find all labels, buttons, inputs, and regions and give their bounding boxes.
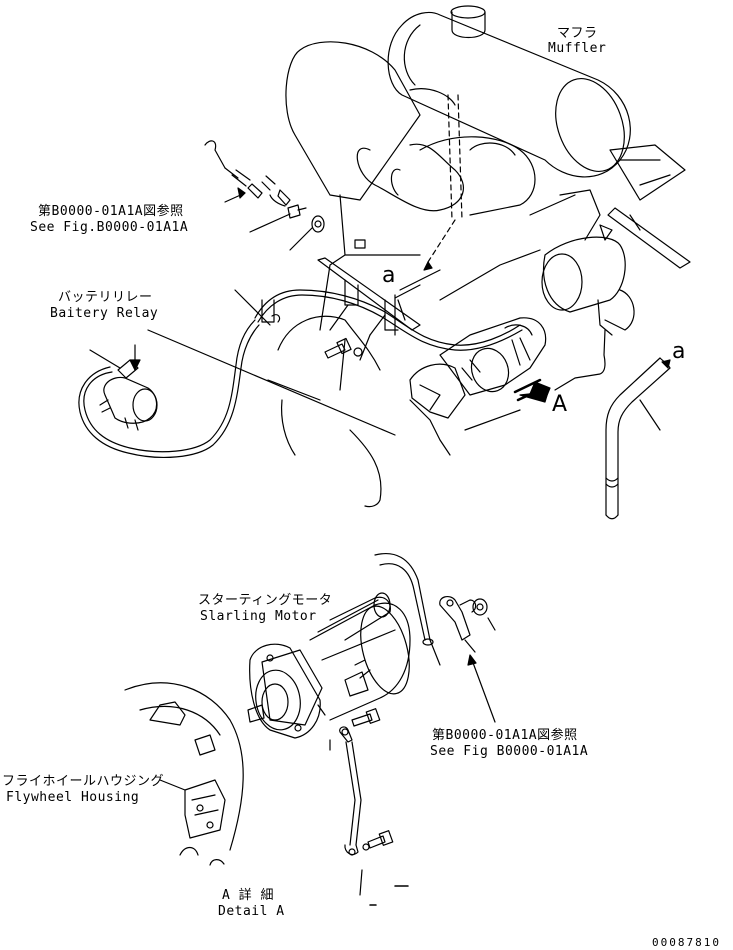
ref-bottom-label-en: See Fig B0000-01A1A: [430, 744, 589, 759]
bolts-top: [250, 205, 362, 358]
drawing-code: 00087810: [652, 936, 721, 949]
detail-a-label-en: Detail A: [218, 904, 285, 919]
starter-motor-top: [410, 318, 546, 455]
starting-motor-label-en: Slarling Motor: [200, 609, 317, 624]
starting-motor: [248, 593, 418, 738]
flywheel-housing-label-en: Flywheel Housing: [6, 790, 140, 805]
marker-a-top-label: a: [382, 263, 396, 288]
muffler: [388, 6, 685, 200]
cable-routing-top: [79, 258, 522, 457]
ref-bottom-label-jp: 第B0000-01A1A図参照: [432, 728, 578, 743]
bolts-bottom: [352, 709, 393, 850]
terminal-lug-bottom: [440, 597, 495, 722]
view-a-arrow: [515, 330, 605, 402]
detail-a-label-jp: A 詳 細: [222, 888, 274, 903]
battery-relay-label-jp: バッテリリレー: [58, 290, 153, 305]
cable-section-a: [606, 358, 670, 519]
harness-connector-top: [205, 141, 290, 206]
marker-a-right-label: a: [672, 339, 686, 364]
starting-motor-label-jp: スターティングモータ: [198, 593, 333, 608]
muffler-label-jp: マフラ: [557, 26, 598, 41]
ground-strap: [330, 727, 362, 895]
view-a-label: A: [552, 392, 568, 417]
ref-top-label-jp: 第B0000-01A1A図参照: [38, 204, 184, 219]
battery-relay: [90, 345, 157, 430]
muffler-label-en: Muffler: [548, 41, 607, 56]
ref-top-label-en: See Fig.B0000-01A1A: [30, 220, 189, 235]
cable-bottom: [375, 554, 440, 665]
flywheel-housing: [125, 683, 243, 865]
air-cleaner-body: [286, 42, 535, 262]
marker-a-top: [395, 262, 432, 298]
battery-relay-label-en: Baitery Relay: [50, 306, 159, 321]
flywheel-housing-label-jp: フライホイールハウジング: [2, 774, 165, 789]
detail-marks: [370, 886, 408, 905]
flywheel-top: [268, 316, 381, 506]
alternator: [542, 208, 690, 335]
engine-block: [320, 190, 600, 330]
